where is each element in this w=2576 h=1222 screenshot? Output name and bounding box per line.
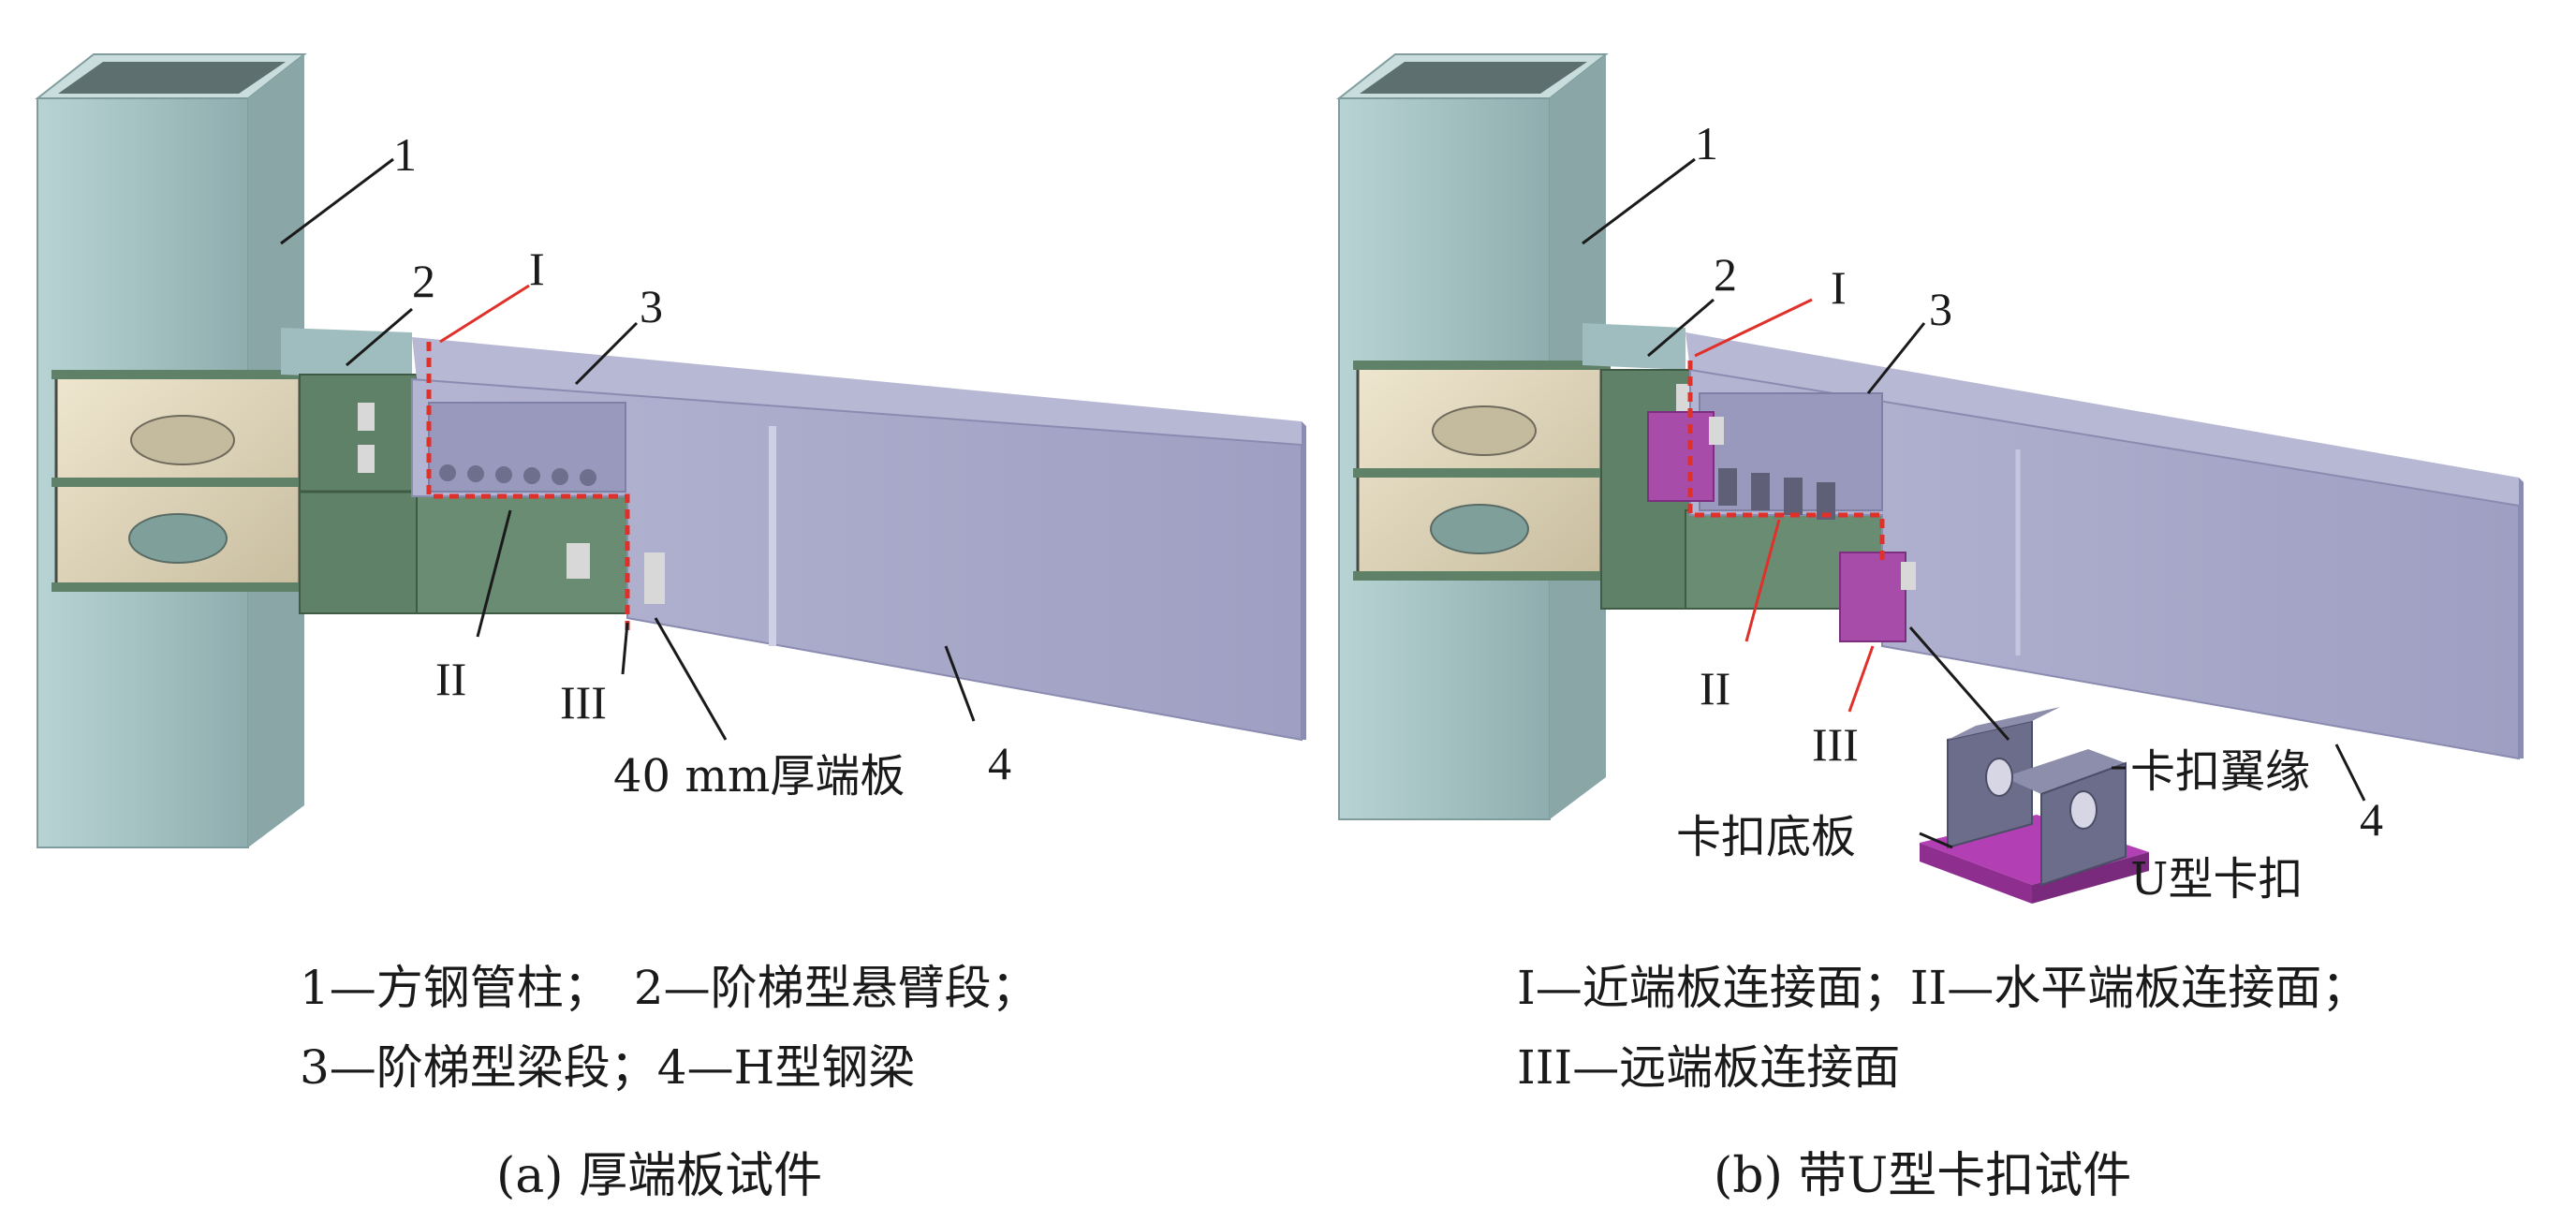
connection-surface-outline-b [1687,361,1885,562]
clip-flange-label: 卡扣翼缘 [2130,745,2311,798]
legend-line-1: 1—方钢管柱； 2—阶梯型悬臂段； [300,961,1038,1015]
panel-a-leaders [280,157,976,741]
legend-line-2: 3—阶梯型梁段；4—H型钢梁 [300,1040,916,1095]
callout-4-a: 4 [988,737,1011,789]
callout-roman-2-b: II [1700,662,1731,714]
callout-roman-3-a: III [560,676,607,729]
panel-b-model [1336,53,2524,904]
panel-a-model [35,53,1306,848]
panel-b-leaders [1582,157,2366,849]
callout-1-b: 1 [1695,117,1718,169]
legend-line-3: I—近端板连接面；II—水平端板连接面； [1517,961,2369,1015]
callout-2-b: 2 [1714,248,1737,301]
callout-2-a: 2 [412,255,435,307]
callout-3-a: 3 [640,280,663,332]
callout-roman-2-a: II [435,653,467,705]
stepped-beam-and-h-beam [1647,332,2524,760]
caption-a: (a) 厚端板试件 [496,1148,823,1204]
caption-b: (b) 带U型卡扣试件 [1714,1148,2132,1204]
callout-roman-1-a: I [529,243,545,295]
clip-base-plate-label: 卡扣底板 [1676,811,1857,863]
u-clip-exploded-view [1920,707,2149,904]
stepped-cantilever-segment [281,328,628,614]
u-clip-label: U型卡扣 [2130,853,2304,905]
joint-stiffener-box [52,370,309,592]
callout-4-b: 4 [2360,793,2383,846]
callout-1-a: 1 [393,128,417,181]
u-clip-plate-lower [1839,552,1906,642]
callout-roman-1-b: I [1831,261,1847,314]
end-plate-note: 40 mm厚端板 [613,750,905,802]
connection-surface-outline-a [426,342,630,637]
callout-roman-3-b: III [1812,718,1859,771]
joint-stiffener-box [1353,361,1611,581]
legend-line-4: III—远端板连接面 [1517,1040,1901,1095]
callout-3-b: 3 [1929,283,1952,335]
stepped-beam-and-h-beam [411,337,1306,742]
u-clip-plate-upper [1647,411,1715,502]
